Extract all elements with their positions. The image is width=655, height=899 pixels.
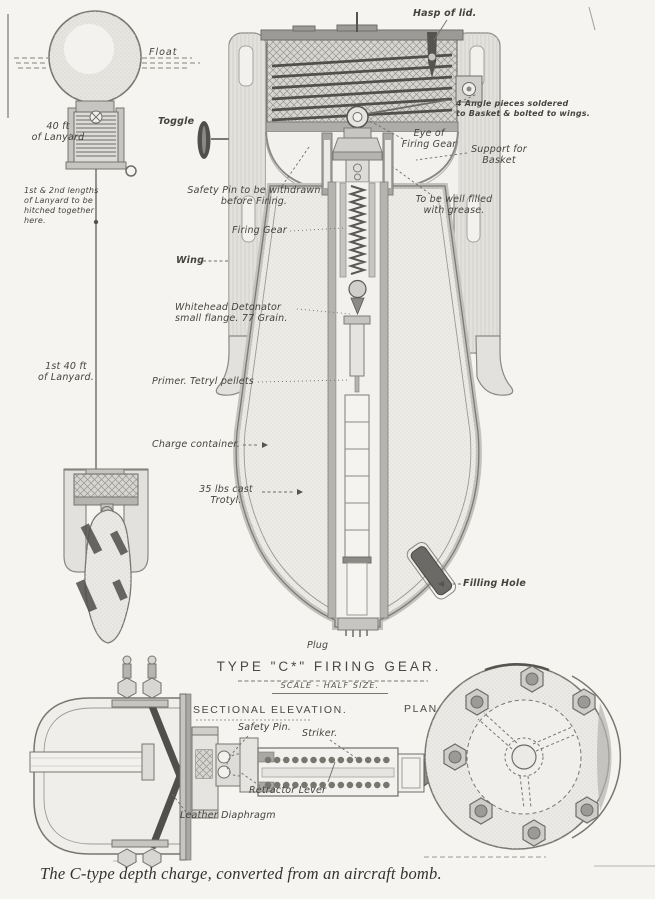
central-tube <box>327 181 389 637</box>
float-assembly <box>14 10 200 472</box>
diaphragm-rod <box>29 751 143 773</box>
firing-gear-spring <box>347 185 368 275</box>
plan-spokes <box>477 712 575 809</box>
main-depth-charge-section <box>215 12 514 637</box>
label-firing-gear: Firing Gear <box>232 225 287 236</box>
view-title-sectional-elevation: SECTIONAL ELEVATION. <box>193 704 348 716</box>
label-toggle: Toggle <box>158 116 195 127</box>
panel-title: TYPE "C*" FIRING GEAR. <box>216 659 442 674</box>
small-depth-charge-side-view <box>63 468 149 644</box>
striker-housing <box>191 726 259 819</box>
label-40ft-lanyard: 40 ft of Lanyard <box>31 121 85 144</box>
label-fg-safety-pin: Safety Pin. <box>238 722 292 733</box>
label-float: Float <box>149 47 178 58</box>
label-plug: Plug <box>307 640 329 651</box>
firing-gear-plan-view <box>424 663 622 858</box>
view-title-plan: PLAN <box>404 703 438 715</box>
striker-barrel <box>257 747 448 797</box>
label-primer: Primer. Tetryl pellets <box>152 376 254 387</box>
detonator-body <box>349 323 365 377</box>
label-filling-hole: Filling Hole <box>463 578 526 589</box>
label-fg-retractor-lever: Retractor Lever <box>249 785 327 796</box>
label-wing: Wing <box>176 255 205 266</box>
label-hasp-of-lid: Hasp of lid. <box>413 8 477 19</box>
label-grease-note: To be well filled with grease. <box>415 194 493 217</box>
firing-gear-head <box>321 105 394 196</box>
wings <box>215 32 514 396</box>
striker-ball <box>348 279 367 299</box>
flange-bolts-top <box>111 655 169 708</box>
label-charge-container: Charge container. <box>152 439 240 450</box>
flange-bolts-bottom <box>111 839 169 868</box>
label-fg-leather-diaphragm: Leather Diaphragm <box>180 810 276 821</box>
detonator-flange <box>343 315 371 325</box>
plan-bolts <box>443 665 599 847</box>
label-support-for-basket: Support for Basket <box>471 144 527 167</box>
label-hitch-note: 1st & 2nd lengths of Lanyard to be hitch… <box>24 186 99 225</box>
label-whitehead-detonator: Whitehead Detonator small flange. 77 Gra… <box>175 302 288 325</box>
label-eye-of-firing-gear: Eye of Firing Gear <box>401 128 457 151</box>
label-fg-striker: Striker. <box>302 728 338 739</box>
leader-lines <box>203 19 478 585</box>
label-angle-pieces: 4 Angle pieces soldered to Basket & bolt… <box>456 99 590 118</box>
label-trotyl: 35 lbs cast Trotyl. <box>199 484 253 507</box>
figure-caption: The C-type depth charge, converted from … <box>40 864 442 883</box>
firing-gear-sectional-elevation <box>29 655 448 868</box>
scan-artifact-mark <box>588 6 596 31</box>
plug <box>337 617 379 631</box>
panel-scale-note: SCALE - HALF SIZE. <box>272 681 388 694</box>
label-safety-pin-note: Safety Pin to be withdrawn before Firing… <box>187 185 321 208</box>
diaphragm-dome <box>33 697 186 855</box>
label-1st-40ft-lanyard: 1st 40 ft of Lanyard. <box>38 361 94 384</box>
leader-arrowheads <box>262 442 444 587</box>
